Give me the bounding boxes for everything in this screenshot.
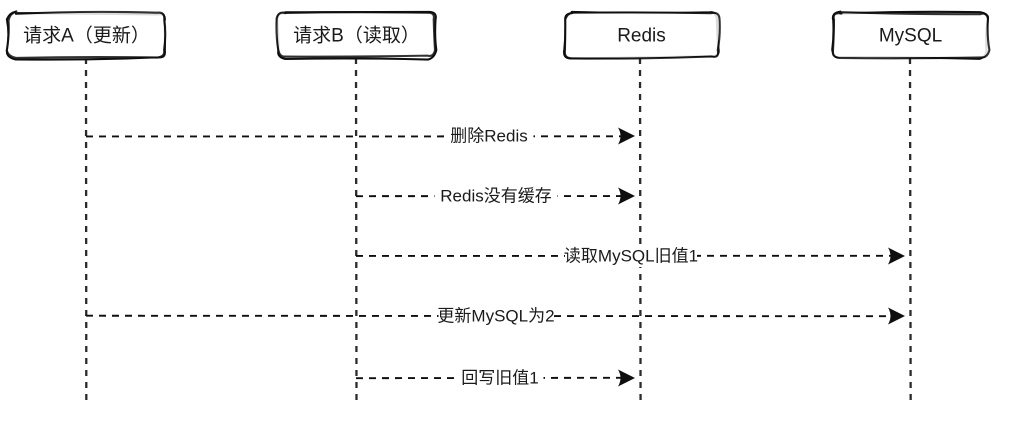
message-label-backdrop-3 xyxy=(565,245,697,267)
participant-mysql[interactable]: MySQL xyxy=(831,10,991,60)
message-arrowhead-4 xyxy=(888,307,905,325)
participant-b[interactable]: 请求B（读取） xyxy=(275,10,438,61)
participant-a[interactable]: 请求A（更新） xyxy=(5,10,167,61)
lifelines-layer xyxy=(84,57,912,401)
participant-box-b xyxy=(275,11,437,58)
message-arrowhead-2 xyxy=(618,187,635,205)
participant-label-b: 请求B（读取） xyxy=(293,25,420,47)
participant-label-redis: Redis xyxy=(617,26,666,47)
lifeline-line-mysql xyxy=(908,57,912,401)
lifeline-mysql xyxy=(908,57,912,401)
message-label-backdrop-2 xyxy=(434,185,558,207)
message-2-b-to-redis[interactable]: Redis没有缓存 xyxy=(355,185,635,207)
message-label-2: Redis没有缓存 xyxy=(440,186,551,205)
message-label-5: 回写旧值1 xyxy=(461,368,538,387)
message-arrowhead-5 xyxy=(618,369,635,387)
message-label-backdrop-4 xyxy=(438,305,554,327)
message-1-a-to-redis[interactable]: 删除Redis xyxy=(85,125,635,147)
participant-redis[interactable]: Redis xyxy=(563,10,721,60)
lifeline-redis xyxy=(638,57,642,401)
message-arrowhead-1 xyxy=(618,127,635,145)
participant-box-redis xyxy=(563,11,721,60)
message-5-b-to-redis[interactable]: 回写旧值1 xyxy=(355,367,635,389)
participants-layer: 请求A（更新） 请求B（读取） Redis MySQL xyxy=(5,10,991,61)
participant-label-a: 请求A（更新） xyxy=(23,25,150,47)
message-4-a-to-mysql[interactable]: 更新MySQL为2 xyxy=(85,305,905,327)
message-label-3: 读取MySQL旧值1 xyxy=(564,246,698,265)
message-3-b-to-mysql[interactable]: 读取MySQL旧值1 xyxy=(355,245,905,267)
participant-box-mysql xyxy=(831,11,991,60)
message-label-1: 删除Redis xyxy=(450,126,527,145)
message-arrowhead-3 xyxy=(888,247,905,265)
participant-box-a xyxy=(5,10,167,59)
message-label-backdrop-5 xyxy=(456,367,544,389)
lifeline-line-redis xyxy=(638,57,642,401)
participant-label-mysql: MySQL xyxy=(879,26,942,47)
message-label-4: 更新MySQL为2 xyxy=(437,306,554,325)
message-label-backdrop-1 xyxy=(444,125,534,147)
